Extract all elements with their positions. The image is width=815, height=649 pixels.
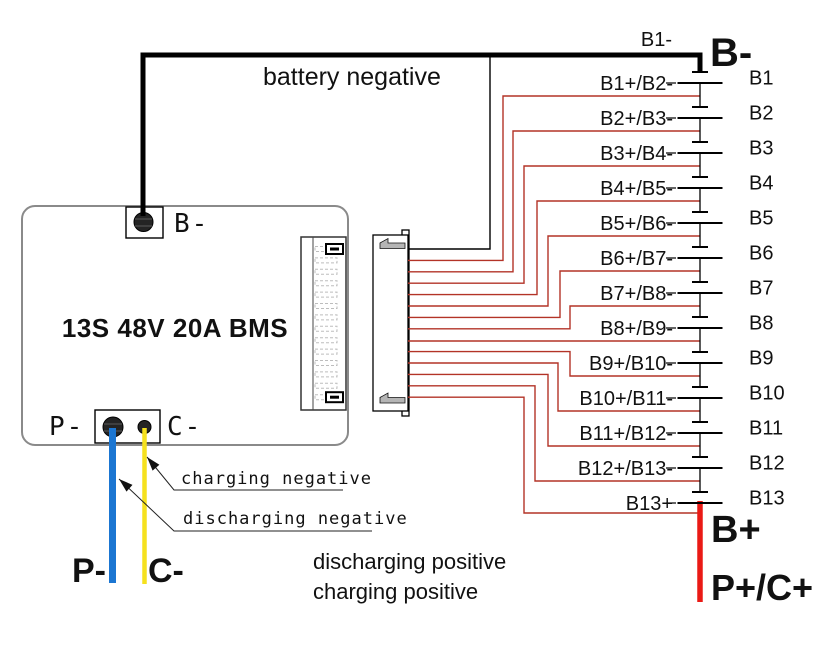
tap-label: B1- [641,29,672,51]
tap-label: B13+ [626,493,673,515]
cell-label: B9 [749,348,773,370]
sense-wire [408,200,700,296]
tap-label: B12+/B13- [578,458,673,480]
header-slot [314,303,338,309]
tap-label: B4+/B5- [600,178,673,200]
cell-label: B8 [749,313,773,335]
header-slot [314,371,338,378]
tap-label: B10+/B11- [579,388,673,410]
cell-label: B4 [749,173,773,195]
cell-label: B1 [749,68,773,90]
header-pin-marker-bar [330,247,339,251]
sense-wire [408,385,700,482]
discharging-negative-arrow-icon [119,479,133,492]
c-minus-label: C- [148,552,184,590]
header-slots [314,243,344,404]
tap-label: B5+/B6- [600,213,673,235]
charging-negative-leader-line [146,456,343,491]
cell-label: B7 [749,278,773,300]
b-plus-label: B+ [711,509,761,551]
header-slot [314,360,338,366]
header-slot [314,337,338,344]
bms-board-outline [21,205,349,446]
p-minus-pad-label: P- [49,412,84,442]
header-slot [314,280,338,287]
b-minus-pad-label: B- [174,209,209,239]
tap-label: B7+/B8- [600,283,673,305]
cell-label: B6 [749,243,773,265]
cell-label: B13 [749,488,785,510]
battery-negative-wire [140,52,703,216]
tap-label: B1+/B2- [600,73,673,95]
tap-label: B2+/B3- [600,108,673,130]
p-plus-c-plus-label: P+/C+ [711,567,813,608]
sense-wire [408,235,700,307]
tap-label: B11+/B12- [579,423,673,445]
charging-negative-arrow-icon [147,457,160,471]
plug-latch-top-icon [379,237,406,249]
cell-label: B3 [749,138,773,160]
discharging-negative-leader-line [118,478,372,532]
cell-label: B2 [749,103,773,125]
p-minus-label: P- [72,552,106,590]
tap-label: B9+/B10- [589,353,673,375]
sense-wire [408,130,700,273]
sense-wire [408,362,700,412]
discharging-positive-label: discharging positive [313,549,506,574]
tap-label: B3+/B4- [600,143,673,165]
board-balance-header [300,236,347,411]
sense-wire [408,350,700,377]
sense-wire-harness [408,53,700,514]
balance-plug-body [372,234,409,412]
cell-label: B11 [749,418,783,440]
sense-wire [408,95,700,262]
sense-wire [408,270,700,319]
tap-label: B8+/B9- [600,318,673,340]
header-pin-marker-bar [330,395,339,399]
cell-label: B10 [749,383,785,405]
cell-label: B12 [749,453,785,475]
header-slot [314,348,338,355]
sense-wire [408,165,700,284]
header-slot [314,268,338,275]
sense-wire [408,305,700,330]
battery-negative-label: battery negative [263,63,441,91]
c-minus-pad-label: C- [167,412,202,442]
charging-negative-label: charging negative [181,469,372,489]
header-slot [314,382,338,389]
tap-label: B6+/B7- [600,248,673,270]
sense-wire [408,373,700,447]
sense-wire [408,396,700,514]
board-title: 13S 48V 20A BMS [62,313,288,343]
header-slot [314,257,338,264]
discharging-negative-label: discharging negative [183,509,408,529]
header-slot [314,314,338,321]
cell-label: B5 [749,208,773,230]
header-slot [314,291,338,298]
b-minus-label: B- [710,31,752,75]
charging-positive-label: charging positive [313,579,478,604]
header-slot [314,325,338,332]
b1-sense-wire [408,53,491,250]
plug-latch-bottom-icon [379,392,406,404]
